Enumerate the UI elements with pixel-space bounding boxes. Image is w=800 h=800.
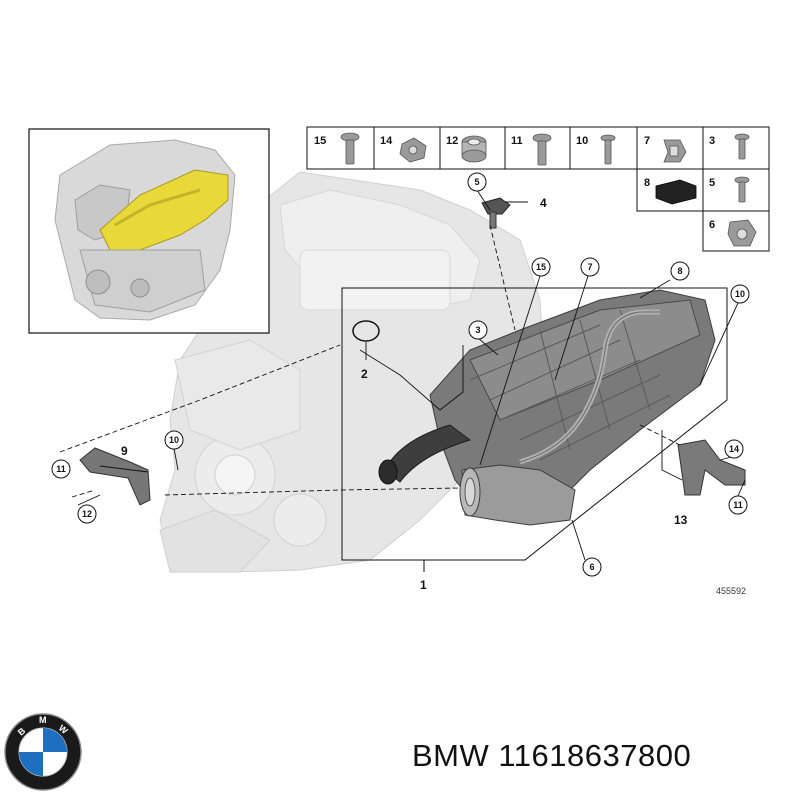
clip-nut-icon bbox=[399, 137, 427, 163]
clip-icon bbox=[663, 139, 687, 163]
svg-text:14: 14 bbox=[729, 444, 739, 454]
callout-8: 8 bbox=[670, 261, 690, 281]
engine-inset bbox=[28, 128, 270, 334]
bmw-logo: B M W bbox=[4, 713, 82, 791]
callout-11-left: 11 bbox=[51, 459, 71, 479]
table-num-6: 6 bbox=[709, 219, 715, 231]
callout-11-right: 11 bbox=[728, 495, 748, 515]
bracket-left bbox=[79, 447, 151, 506]
svg-text:10: 10 bbox=[169, 435, 179, 445]
svg-text:10: 10 bbox=[735, 289, 745, 299]
callout-5: 5 bbox=[467, 172, 487, 192]
svg-text:6: 6 bbox=[589, 562, 594, 572]
label-9: 9 bbox=[121, 444, 128, 458]
svg-text:5: 5 bbox=[474, 177, 479, 187]
callout-6: 6 bbox=[582, 557, 602, 577]
label-2: 2 bbox=[361, 367, 368, 381]
callout-12: 12 bbox=[77, 504, 97, 524]
clip-holder-icon bbox=[727, 219, 757, 247]
intake-manifold bbox=[378, 289, 716, 526]
reference-number: 455592 bbox=[716, 586, 746, 596]
svg-text:11: 11 bbox=[56, 464, 66, 474]
o-ring bbox=[352, 320, 380, 342]
bolt-small-icon bbox=[734, 133, 750, 160]
label-13: 13 bbox=[674, 513, 688, 527]
table-num-14: 14 bbox=[380, 135, 393, 147]
callout-10-left: 10 bbox=[164, 430, 184, 450]
parts-table-icons bbox=[340, 132, 757, 247]
bracket-right bbox=[677, 439, 746, 496]
svg-text:15: 15 bbox=[536, 262, 546, 272]
sensor-part bbox=[481, 197, 511, 229]
parts-table bbox=[306, 126, 770, 252]
bolt-flange-icon bbox=[340, 132, 360, 165]
svg-text:7: 7 bbox=[587, 262, 592, 272]
svg-text:11: 11 bbox=[733, 500, 743, 510]
label-4: 4 bbox=[540, 196, 547, 210]
callout-10-top: 10 bbox=[730, 284, 750, 304]
parts-table-numbers: 15 14 12 11 10 7 3 8 5 6 bbox=[314, 135, 715, 231]
svg-text:3: 3 bbox=[475, 325, 480, 335]
bolt-flange-icon bbox=[532, 133, 552, 166]
table-num-15: 15 bbox=[314, 135, 326, 147]
bolt-thin-icon bbox=[600, 134, 616, 165]
leader-lines bbox=[77, 189, 746, 561]
callout-3: 3 bbox=[468, 320, 488, 340]
logo-letter-b: B bbox=[16, 725, 28, 737]
callout-15: 15 bbox=[531, 257, 551, 277]
bushing-icon bbox=[461, 135, 487, 163]
svg-text:8: 8 bbox=[677, 266, 682, 276]
svg-text:12: 12 bbox=[82, 509, 92, 519]
callout-14: 14 bbox=[724, 439, 744, 459]
table-num-10: 10 bbox=[576, 135, 588, 147]
table-num-5: 5 bbox=[709, 177, 715, 189]
bolt-small-icon bbox=[734, 176, 750, 203]
logo-letter-m: M bbox=[39, 715, 47, 725]
table-num-7: 7 bbox=[644, 135, 650, 147]
dashed-assembly-lines bbox=[59, 224, 681, 498]
table-num-12: 12 bbox=[446, 135, 458, 147]
brand-part-number: BMW 11618637800 bbox=[412, 738, 692, 773]
table-num-8: 8 bbox=[644, 177, 650, 189]
foam-pad-icon bbox=[655, 179, 697, 205]
table-num-11: 11 bbox=[511, 135, 523, 147]
callout-7: 7 bbox=[580, 257, 600, 277]
table-num-3: 3 bbox=[709, 135, 715, 147]
label-1: 1 bbox=[420, 578, 427, 592]
assembly-outline bbox=[341, 287, 728, 572]
